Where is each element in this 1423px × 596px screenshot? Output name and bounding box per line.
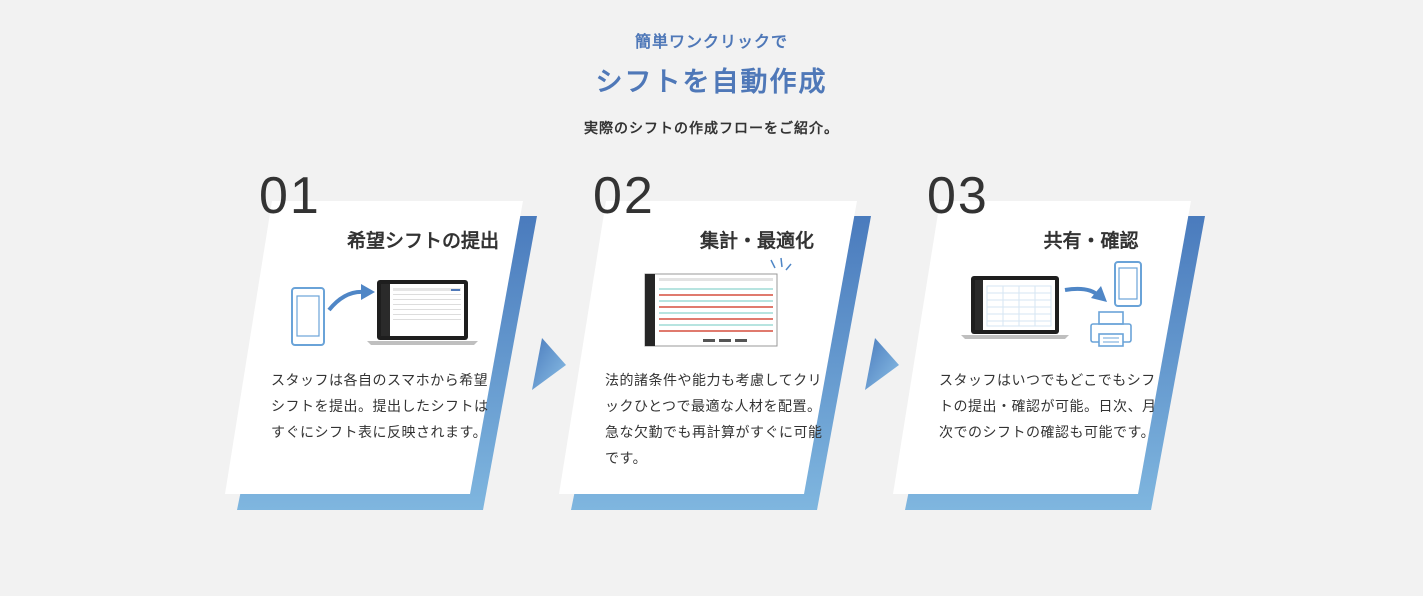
step-card-01: 01 希望シフトの提出 スタッフは各自のスマホから希望シフトを提出。提出したシフ… (225, 168, 545, 513)
step-description: スタッフは各自のスマホから希望シフトを提出。提出したシフトはすぐにシフト表に反映… (271, 373, 489, 441)
section-title: シフトを自動作成 (595, 67, 828, 98)
step-description: 法的諸条件や能力も考慮してクリックひとつで最適な人材を配置。急な欠勤でも再計算が… (605, 373, 823, 467)
smartphone-icon (1114, 261, 1142, 307)
smartphone-icon (291, 287, 325, 346)
step-number: 01 (259, 167, 321, 225)
step-title: 希望シフトの提出 (346, 230, 499, 252)
schedule-screen (644, 273, 778, 347)
step-illustration (644, 257, 792, 347)
laptop-icon (961, 276, 1069, 339)
sparkle-icon (770, 257, 792, 271)
step-number: 02 (593, 167, 655, 225)
step-illustration (961, 261, 1142, 347)
step-title: 集計・最適化 (699, 230, 814, 252)
section-kicker: 簡単ワンクリックで (634, 32, 788, 51)
step-description: スタッフはいつでもどこでもシフトの提出・確認が可能。日次、月次でのシフトの確認も… (939, 373, 1157, 441)
chevron-right-icon (532, 338, 566, 390)
chevron-right-icon (865, 338, 899, 390)
section-lead: 実際のシフトの作成フローをご紹介。 (584, 121, 839, 137)
step-card-03: 03 共有・確認 (893, 168, 1213, 513)
curved-arrow-icon (327, 284, 375, 312)
step-title: 共有・確認 (1043, 230, 1139, 252)
curved-arrow-icon (1064, 286, 1107, 302)
printer-icon (1090, 311, 1132, 347)
step-number: 03 (927, 167, 989, 225)
step-card-02: 02 集計・最適化 法的諸条件や能力も考慮してクリックひとつで最適な人材を配置。… (559, 168, 879, 513)
laptop-icon (367, 280, 478, 345)
step-illustration (291, 280, 478, 346)
